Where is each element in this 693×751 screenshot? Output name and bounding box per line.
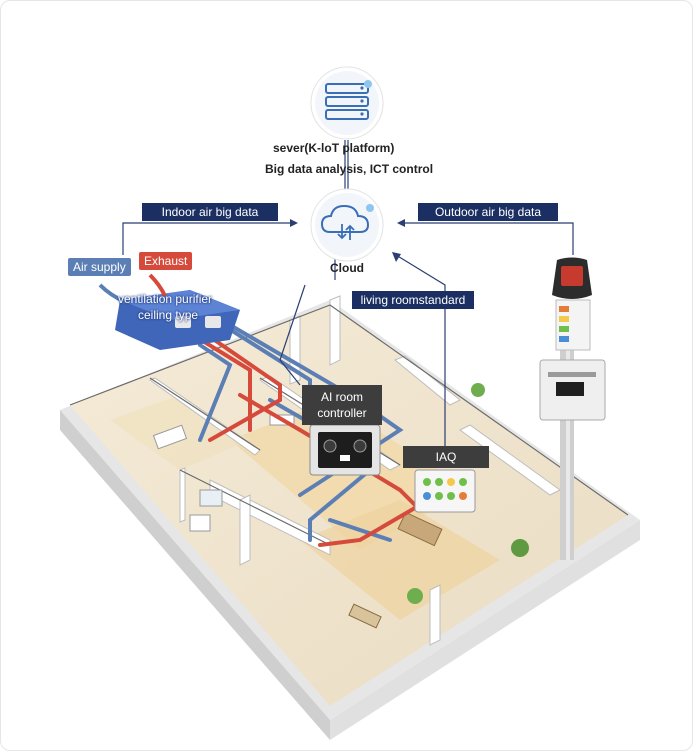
purifier-label-line2: ceiling type (138, 308, 199, 322)
indoor-air-big-data-label: Indoor air big data (142, 203, 278, 221)
ai-controller-line2: controller (317, 406, 367, 420)
ai-controller-line1: AI room (320, 390, 363, 404)
air-supply-label: Air supply (68, 258, 131, 276)
ventilation-purifier-unit (98, 273, 240, 350)
server-icon (310, 66, 384, 140)
cloud-icon (310, 188, 384, 262)
connection-lines (122, 140, 574, 450)
server-subtitle: Big data analysis, ICT control (265, 162, 434, 176)
ai-room-controller-device (309, 424, 381, 476)
outdoor-air-big-data-label: Outdoor air big data (418, 203, 558, 221)
purifier-label-line1: ventilation purifier (118, 292, 213, 306)
server-title: sever(K-loT platform) (273, 141, 395, 155)
outdoor-sensor-pole (539, 257, 606, 560)
cloud-label: Cloud (330, 261, 364, 275)
exhaust-label: Exhaust (139, 252, 193, 270)
ai-room-controller-label: AI room controller (302, 385, 382, 425)
iaq-label: IAQ (403, 446, 489, 468)
arrowheads (290, 219, 405, 262)
iaq-device (414, 469, 476, 513)
living-room-standard-label: living roomstandard (352, 291, 474, 309)
building-floor (60, 295, 640, 740)
